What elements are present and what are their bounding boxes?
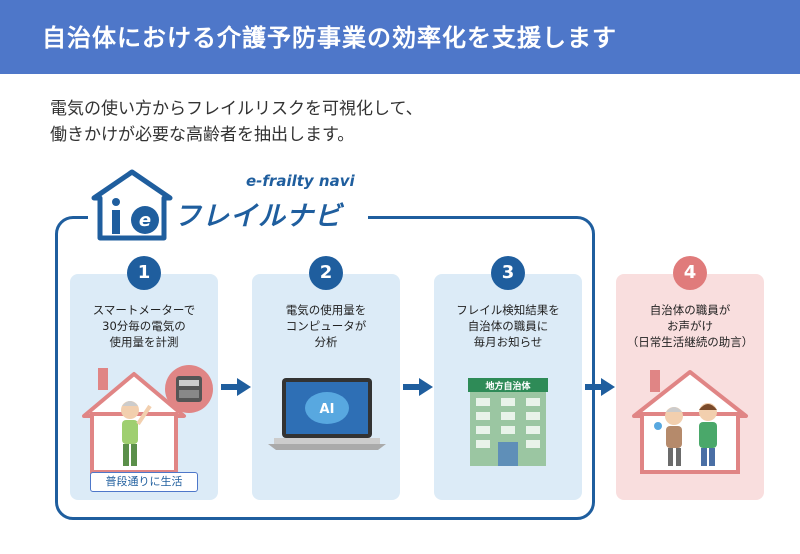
ai-screen-label: AI xyxy=(320,402,335,417)
arrow-right-icon xyxy=(585,378,615,396)
arrow-right-icon xyxy=(403,378,433,396)
header-banner: 自治体における介護予防事業の効率化を支援します xyxy=(0,0,800,74)
step-number-1: 1 xyxy=(127,256,161,290)
logo-tagline: e-frailty navi xyxy=(246,172,355,190)
government-building-icon: 地方自治体 xyxy=(468,378,548,466)
house-with-person-icon xyxy=(82,368,186,474)
step-text-4: 自治体の職員が お声がけ （日常生活継続の助言） xyxy=(626,303,754,349)
building-label: 地方自治体 xyxy=(485,380,531,392)
laptop-ai-icon: AI xyxy=(268,378,386,450)
intro-text: 電気の使い方からフレイルリスクを可視化して、 働きかけが必要な高齢者を抽出します… xyxy=(50,96,423,148)
step-number-2: 2 xyxy=(309,256,343,290)
step-text-3: フレイル検知結果を 自治体の職員に 毎月お知らせ xyxy=(456,303,560,349)
page-title: 自治体における介護予防事業の効率化を支援します xyxy=(42,24,617,52)
arrow-right-icon xyxy=(221,378,251,396)
svg-text:e: e xyxy=(139,210,151,231)
intro-line-1: 電気の使い方からフレイルリスクを可視化して、 xyxy=(50,99,423,119)
smart-meter-icon xyxy=(165,365,213,413)
step-number-3: 3 xyxy=(491,256,525,290)
step-text-2: 電気の使用量を コンピュータが 分析 xyxy=(285,303,367,349)
step-number-4: 4 xyxy=(673,256,707,290)
logo-house-icon: e xyxy=(91,169,173,241)
house-with-staff-icon xyxy=(632,370,748,474)
step-text-1: スマートメーターで 30分毎の電気の 使用量を計測 xyxy=(92,303,196,349)
logo-name: フレイルナビ xyxy=(174,201,342,232)
intro-line-2: 働きかけが必要な高齢者を抽出します。 xyxy=(50,125,355,145)
daily-life-badge: 普段通りに生活 xyxy=(90,472,198,492)
